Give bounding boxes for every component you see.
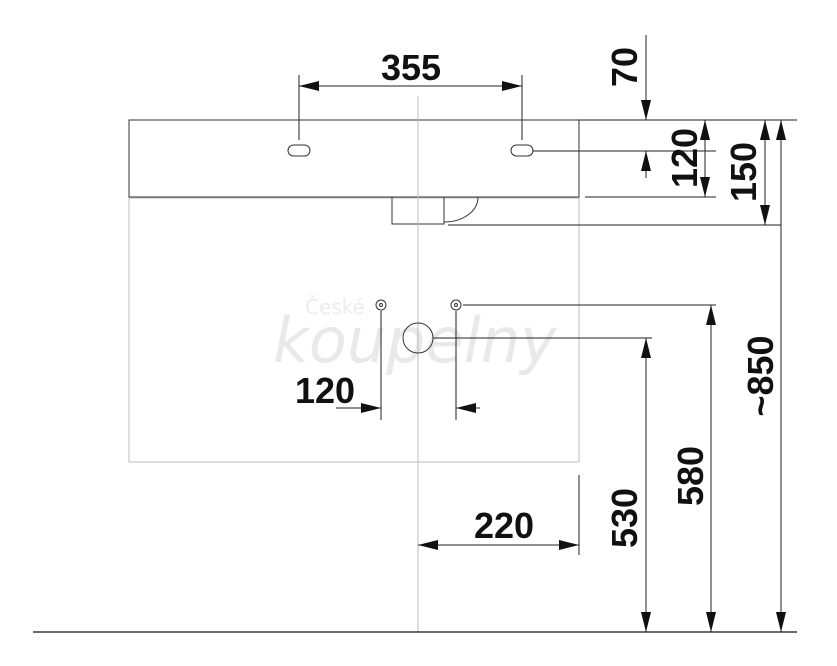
label-120-height: 120 bbox=[664, 128, 705, 188]
label-150: 150 bbox=[723, 142, 764, 202]
supply-right bbox=[450, 299, 462, 311]
tap-hole-right bbox=[510, 144, 534, 157]
label-355: 355 bbox=[381, 47, 441, 88]
label-70: 70 bbox=[604, 47, 645, 87]
tap-hole-left bbox=[287, 144, 311, 157]
washbasin bbox=[128, 119, 580, 225]
watermark: České koupelny bbox=[273, 295, 558, 377]
dimension-lines bbox=[299, 35, 786, 632]
label-220: 220 bbox=[474, 505, 534, 546]
label-850: ~850 bbox=[740, 335, 781, 416]
wall-outline bbox=[128, 197, 580, 463]
label-120-spacing: 120 bbox=[295, 370, 355, 411]
basin-body bbox=[128, 119, 580, 198]
label-530: 530 bbox=[604, 488, 645, 548]
extension-lines bbox=[298, 75, 797, 555]
supply-left bbox=[375, 299, 387, 311]
siphon-curve bbox=[443, 196, 479, 223]
dimension-labels: 355 70 120 150 ~850 120 220 530 580 bbox=[295, 47, 781, 548]
label-580: 580 bbox=[670, 446, 711, 506]
watermark-line-1: České bbox=[305, 295, 365, 319]
watermark-line-2: koupelny bbox=[273, 304, 558, 377]
